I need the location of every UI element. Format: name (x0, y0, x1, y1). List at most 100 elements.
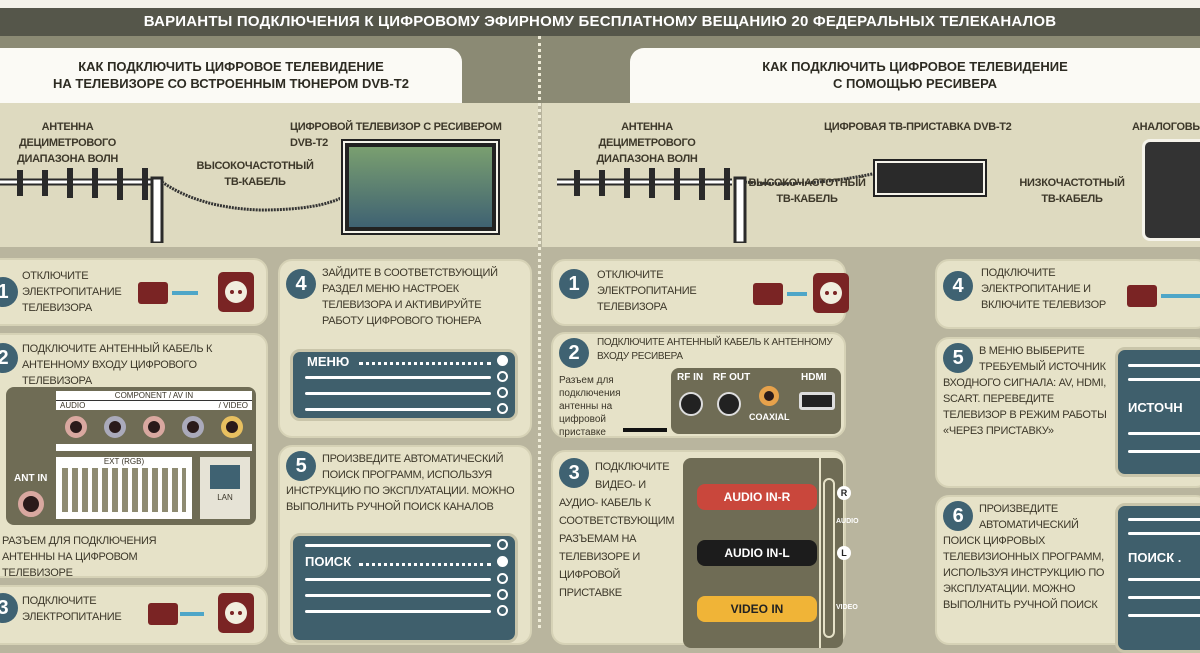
power-socket-icon (813, 273, 849, 313)
left-step-2: 2 ПОДКЛЮЧИТЕ АНТЕННЫЙ КАБЕЛЬ К АНТЕННОМУ… (0, 333, 268, 579)
jack-caption: РАЗЪЕМ ДЛЯ ПОДКЛЮЧЕНИЯ АНТЕННЫ НА ЦИФРОВ… (2, 535, 157, 579)
digital-tv-icon (343, 141, 498, 233)
source-label: ИСТОЧН (1128, 400, 1183, 415)
port-l-label: L (837, 546, 851, 560)
arrow-right-icon (623, 428, 667, 432)
audio-label: AUDIO (60, 401, 86, 410)
step-text-block: 3 ПОДКЛЮЧИТЕ ВИДЕО- И АУДИО- КАБЕЛЬ К СО… (559, 458, 677, 602)
antenna-icon-right (557, 168, 878, 243)
arrow-right-icon (1161, 294, 1200, 298)
step-text-block: 6 ПРОИЗВЕДИТЕ АВТОМАТИЧЕСКИЙ ПОИСК ЦИФРО… (943, 501, 1109, 613)
right-heading-line1: КАК ПОДКЛЮЧИТЬ ЦИФРОВОЕ ТЕЛЕВИДЕНИЕ (762, 59, 1068, 74)
left-step-1: 1 ОТКЛЮЧИТЕ ЭЛЕКТРОПИТАНИЕ ТЕЛЕВИЗОРА (0, 258, 268, 326)
audio-in-r-cable: AUDIO IN-R (697, 484, 817, 510)
analog-tv-icon (1142, 139, 1200, 241)
set-top-box-icon (875, 161, 985, 195)
ant-in-jack (18, 491, 44, 517)
step-number: 6 (943, 501, 973, 531)
rf-out-label: RF OUT (713, 372, 751, 383)
step-text-block: 5 В МЕНЮ ВЫБЕРИТЕ ТРЕБУЕМЫЙ ИСТОЧНИК ВХО… (943, 343, 1109, 439)
step-text: ЗАЙДИТЕ В СООТВЕТСТВУЮЩИЙ РАЗДЕЛ МЕНЮ НА… (322, 267, 498, 327)
step-text: ПРОИЗВЕДИТЕ АВТОМАТИЧЕСКИЙ ПОИСК ПРОГРАМ… (286, 453, 515, 513)
step-text: ПОДКЛЮЧИТЕ ВИДЕО- И АУДИО- КАБЕЛЬ К СООТ… (559, 461, 675, 599)
left-step-3: 3 ПОДКЛЮЧИТЕ ЭЛЕКТРОПИТАНИЕ (0, 585, 268, 645)
step-text: ОТКЛЮЧИТЕ ЭЛЕКТРОПИТАНИЕ ТЕЛЕВИЗОРА (22, 270, 122, 314)
left-heading: КАК ПОДКЛЮЧИТЬ ЦИФРОВОЕ ТЕЛЕВИДЕНИЕ НА Т… (0, 48, 462, 103)
step-number: 3 (0, 593, 18, 623)
tv-back-panel: COMPONENT / AV IN AUDIO / VIDEO EXT (RGB)… (6, 387, 256, 525)
av-connection-panel: AUDIO IN-R AUDIO IN-L VIDEO IN R AUDIO L… (683, 458, 859, 648)
plug-icon (1127, 285, 1157, 307)
coaxial-label: COAXIAL (749, 412, 790, 422)
tv-av-jacks (823, 478, 835, 638)
video-label: VIDEO (836, 604, 858, 611)
left-heading-line2: НА ТЕЛЕВИЗОРЕ СО ВСТРОЕННЫМ ТЮНЕРОМ DVB-… (53, 76, 409, 91)
section-divider (538, 36, 542, 628)
step-text: ПОДКЛЮЧИТЕ ЭЛЕКТРОПИТАНИЕ (22, 595, 122, 623)
step-number: 1 (559, 269, 589, 299)
plug-icon (148, 603, 178, 625)
arrow-right-icon (180, 612, 204, 616)
step-text: ПОДКЛЮЧИТЕ АНТЕННЫЙ КАБЕЛЬ К АНТЕННОМУ В… (22, 343, 213, 387)
left-step-5: 5 ПРОИЗВЕДИТЕ АВТОМАТИЧЕСКИЙ ПОИСК ПРОГР… (278, 445, 532, 645)
right-step-5: 5 В МЕНЮ ВЫБЕРИТЕ ТРЕБУЕМЫЙ ИСТОЧНИК ВХО… (935, 337, 1200, 488)
pb-jack (182, 416, 205, 438)
step-number: 5 (943, 343, 973, 373)
right-step-1: 1 ОТКЛЮЧИТЕ ЭЛЕКТРОПИТАНИЕ ТЕЛЕВИЗОРА (551, 259, 849, 326)
component-label: COMPONENT / AV IN (56, 391, 252, 401)
rf-in-label: RF IN (677, 372, 704, 383)
right-step-6: 6 ПРОИЗВЕДИТЕ АВТОМАТИЧЕСКИЙ ПОИСК ЦИФРО… (935, 495, 1200, 653)
rf-out-port (717, 392, 741, 416)
video-in-cable: VIDEO IN (697, 596, 817, 622)
audio-label: AUDIO (836, 518, 859, 525)
step-number: 4 (286, 269, 316, 299)
video-label: / VIDEO (218, 401, 248, 410)
power-socket-icon (218, 272, 254, 312)
search-label: ПОИСК . (1128, 550, 1182, 565)
step-number: 2 (559, 338, 589, 368)
port-r-label: R (837, 486, 851, 500)
page-title: ВАРИАНТЫ ПОДКЛЮЧЕНИЯ К ЦИФРОВОМУ ЭФИРНОМ… (0, 8, 1200, 36)
menu-screen: МЕНЮ (290, 349, 518, 421)
hdmi-label: HDMI (801, 372, 827, 383)
arrow-left-icon (787, 292, 807, 296)
audio-r-jack (64, 416, 87, 438)
plug-icon (753, 283, 783, 305)
search-screen-right: ПОИСК . (1115, 503, 1200, 653)
ext-label: EXT (RGB) (103, 457, 145, 466)
search-screen: ПОИСК (290, 533, 518, 643)
source-screen: ИСТОЧН (1115, 347, 1200, 477)
analog-tv-label: АНАЛОГОВЫЙ (1132, 121, 1200, 133)
audio-l-jack (103, 416, 126, 438)
search-label: ПОИСК (305, 554, 352, 569)
hdmi-port (799, 392, 835, 410)
step-number: 3 (559, 458, 589, 488)
antenna-icon (0, 168, 340, 243)
right-step-3: 3 ПОДКЛЮЧИТЕ ВИДЕО- И АУДИО- КАБЕЛЬ К СО… (551, 450, 859, 648)
lan-label: LAN (217, 493, 233, 502)
step-number: 4 (943, 271, 973, 301)
step-text: ПРОИЗВЕДИТЕ АВТОМАТИЧЕСКИЙ ПОИСК ЦИФРОВЫ… (943, 503, 1105, 611)
jack-caption: Разъем для подключения антенны на цифров… (559, 375, 621, 438)
rf-in-port (679, 392, 703, 416)
step-text: ПОДКЛЮЧИТЕ АНТЕННЫЙ КАБЕЛЬ К АНТЕННОМУ В… (597, 337, 833, 362)
step-number: 1 (0, 277, 18, 307)
coaxial-port (759, 386, 779, 406)
right-step-4: 4 ПОДКЛЮЧИТЕ ЭЛЕКТРОПИТАНИЕ И ВКЛЮЧИТЕ Т… (935, 259, 1200, 329)
step-text: ОТКЛЮЧИТЕ ЭЛЕКТРОПИТАНИЕ ТЕЛЕВИЗОРА (597, 269, 697, 313)
right-heading-line2: С ПОМОЩЬЮ РЕСИВЕРА (832, 76, 998, 91)
left-step-4: 4 ЗАЙДИТЕ В СООТВЕТСТВУЮЩИЙ РАЗДЕЛ МЕНЮ … (278, 259, 532, 438)
arrow-left-icon (172, 291, 198, 295)
right-heading: КАК ПОДКЛЮЧИТЬ ЦИФРОВОЕ ТЕЛЕВИДЕНИЕ С ПО… (630, 48, 1200, 103)
component-av-in: COMPONENT / AV IN AUDIO / VIDEO (56, 391, 252, 451)
step-text-block: 5 ПРОИЗВЕДИТЕ АВТОМАТИЧЕСКИЙ ПОИСК ПРОГР… (286, 451, 526, 515)
plug-icon (138, 282, 168, 304)
left-heading-line1: КАК ПОДКЛЮЧИТЬ ЦИФРОВОЕ ТЕЛЕВИДЕНИЕ (78, 59, 384, 74)
